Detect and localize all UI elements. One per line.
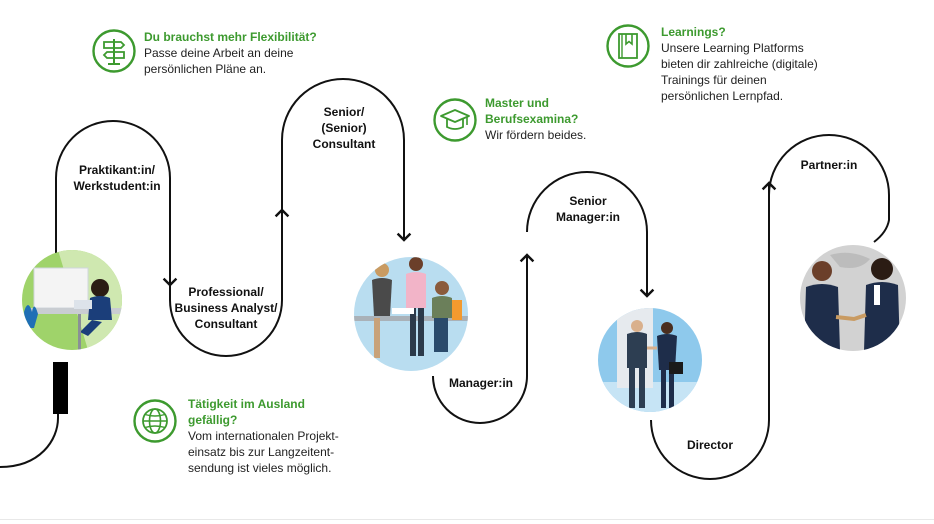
path-arch-3 — [526, 171, 655, 298]
info-flexibility-title: Du brauchst mehr Flexibilität? — [144, 30, 317, 44]
info-abroad-title: gefällig? — [188, 413, 238, 427]
signpost-icon — [92, 29, 136, 78]
info-master-title: Berufsexamina? — [485, 112, 579, 126]
info-learnings-text: persönlichen Lernpfad. — [661, 89, 784, 103]
info-abroad-text: einsatz bis zur Langzeitent- — [188, 445, 335, 459]
info-flexibility-text: Passe deine Arbeit an deine — [144, 46, 294, 60]
stage-director: Director — [686, 438, 733, 452]
stage-manager: Manager:in — [448, 376, 513, 390]
info-master-title: Master und — [485, 96, 550, 110]
info-learnings-text: Trainings für deinen — [661, 73, 767, 87]
path-valley-1 — [169, 208, 290, 357]
info-master: Master und Berufsexamina? Wir fördern be… — [485, 95, 586, 143]
path-valley-3 — [650, 181, 777, 480]
graduation-cap-icon — [433, 98, 477, 147]
illustration-partners — [800, 245, 906, 356]
info-learnings-title: Learnings? — [661, 25, 726, 39]
info-learnings-text: Unsere Learning Platforms — [661, 41, 804, 55]
bottom-divider — [0, 519, 934, 520]
path-start-curve — [0, 414, 59, 468]
path-bar — [53, 362, 68, 414]
info-master-text: Wir fördern beides. — [485, 128, 587, 142]
illustration-team — [354, 256, 468, 377]
stage-senior-consultant: Senior/(Senior)Consultant — [312, 105, 376, 151]
path-arch-2 — [281, 78, 412, 242]
info-abroad: Tätigkeit im Ausland gefällig? Vom inter… — [188, 396, 339, 476]
stage-professional: Professional/Business Analyst/Consultant — [174, 285, 278, 331]
info-flexibility: Du brauchst mehr Flexibilität? Passe dei… — [144, 29, 317, 77]
illustration-intern — [18, 250, 126, 355]
stage-praktikant: Praktikant:in/Werkstudent:in — [73, 163, 161, 193]
path-arch-1 — [55, 120, 178, 287]
info-abroad-title: Tätigkeit im Ausland — [188, 397, 305, 411]
path-arch-4 — [768, 134, 890, 243]
book-icon — [606, 24, 650, 73]
info-learnings-text: bieten dir zahlreiche (digitale) — [661, 57, 818, 71]
stage-partner: Partner:in — [800, 158, 858, 172]
illustration-handshake — [597, 308, 703, 417]
path-valley-2 — [432, 253, 535, 424]
info-abroad-text: Vom internationalen Projekt- — [188, 429, 339, 443]
info-abroad-text: sendung ist vieles möglich. — [188, 461, 332, 475]
globe-icon — [133, 399, 177, 448]
info-flexibility-text: persönlichen Pläne an. — [144, 62, 267, 76]
info-learnings: Learnings? Unsere Learning Platforms bie… — [661, 24, 818, 104]
